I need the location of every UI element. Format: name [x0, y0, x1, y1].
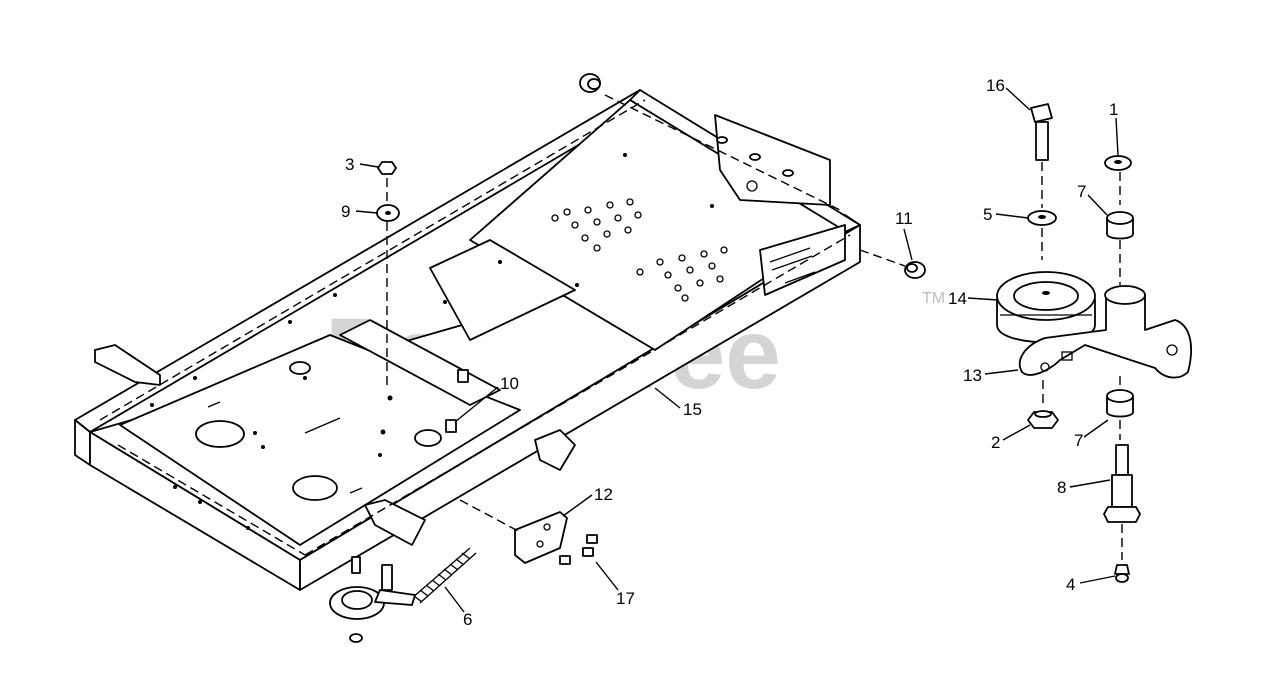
part-3-nut	[377, 161, 397, 175]
part-10-bolt	[445, 369, 469, 433]
part-11-bushing	[904, 261, 926, 279]
part-1-washer	[1104, 155, 1132, 171]
part-6-spring	[411, 547, 477, 604]
callout-16: 16	[986, 76, 1005, 95]
part-17-bolts	[559, 534, 598, 565]
callout-labels: 3 9 10 15 11 12 17 6 16 1 5 7 14 13 2 7 …	[341, 76, 1118, 629]
frame-assembly	[74, 89, 861, 591]
part-5-washer	[1027, 210, 1057, 226]
callout-11: 11	[895, 209, 913, 228]
callout-2: 2	[991, 433, 1000, 452]
callout-7-upper: 7	[1077, 182, 1086, 201]
part-16-bolt	[1030, 103, 1053, 161]
callout-9: 9	[341, 202, 350, 221]
hole-grid-left	[551, 198, 642, 252]
callout-4: 4	[1066, 575, 1075, 594]
callout-3: 3	[345, 155, 354, 174]
part-7-bushing-upper	[1106, 211, 1134, 240]
callout-6: 6	[463, 610, 472, 629]
part-13-idler-arm	[1018, 285, 1192, 379]
part-12-bracket	[514, 511, 568, 564]
idler-pulley-arm	[329, 556, 416, 643]
callout-12: 12	[594, 485, 613, 504]
leader-lines	[355, 87, 1119, 613]
callout-13: 13	[963, 366, 982, 385]
part-9-washer	[376, 204, 400, 222]
callout-7-lower: 7	[1074, 431, 1083, 450]
callout-17: 17	[616, 589, 635, 608]
rear-bushing	[579, 73, 601, 93]
callout-5: 5	[983, 205, 992, 224]
part-4-fitting	[1114, 564, 1130, 583]
part-14-pulley	[996, 271, 1096, 344]
part-7-bushing-lower	[1106, 389, 1134, 418]
hole-grid-right	[636, 246, 728, 302]
callout-14: 14	[948, 289, 967, 308]
part-2-nut	[1027, 410, 1059, 429]
callout-8: 8	[1057, 478, 1066, 497]
part-8-shaft	[1103, 444, 1141, 523]
callout-1: 1	[1109, 100, 1118, 119]
callout-10: 10	[500, 374, 519, 393]
callout-15: 15	[683, 400, 702, 419]
watermark-trademark: TM	[922, 290, 945, 307]
